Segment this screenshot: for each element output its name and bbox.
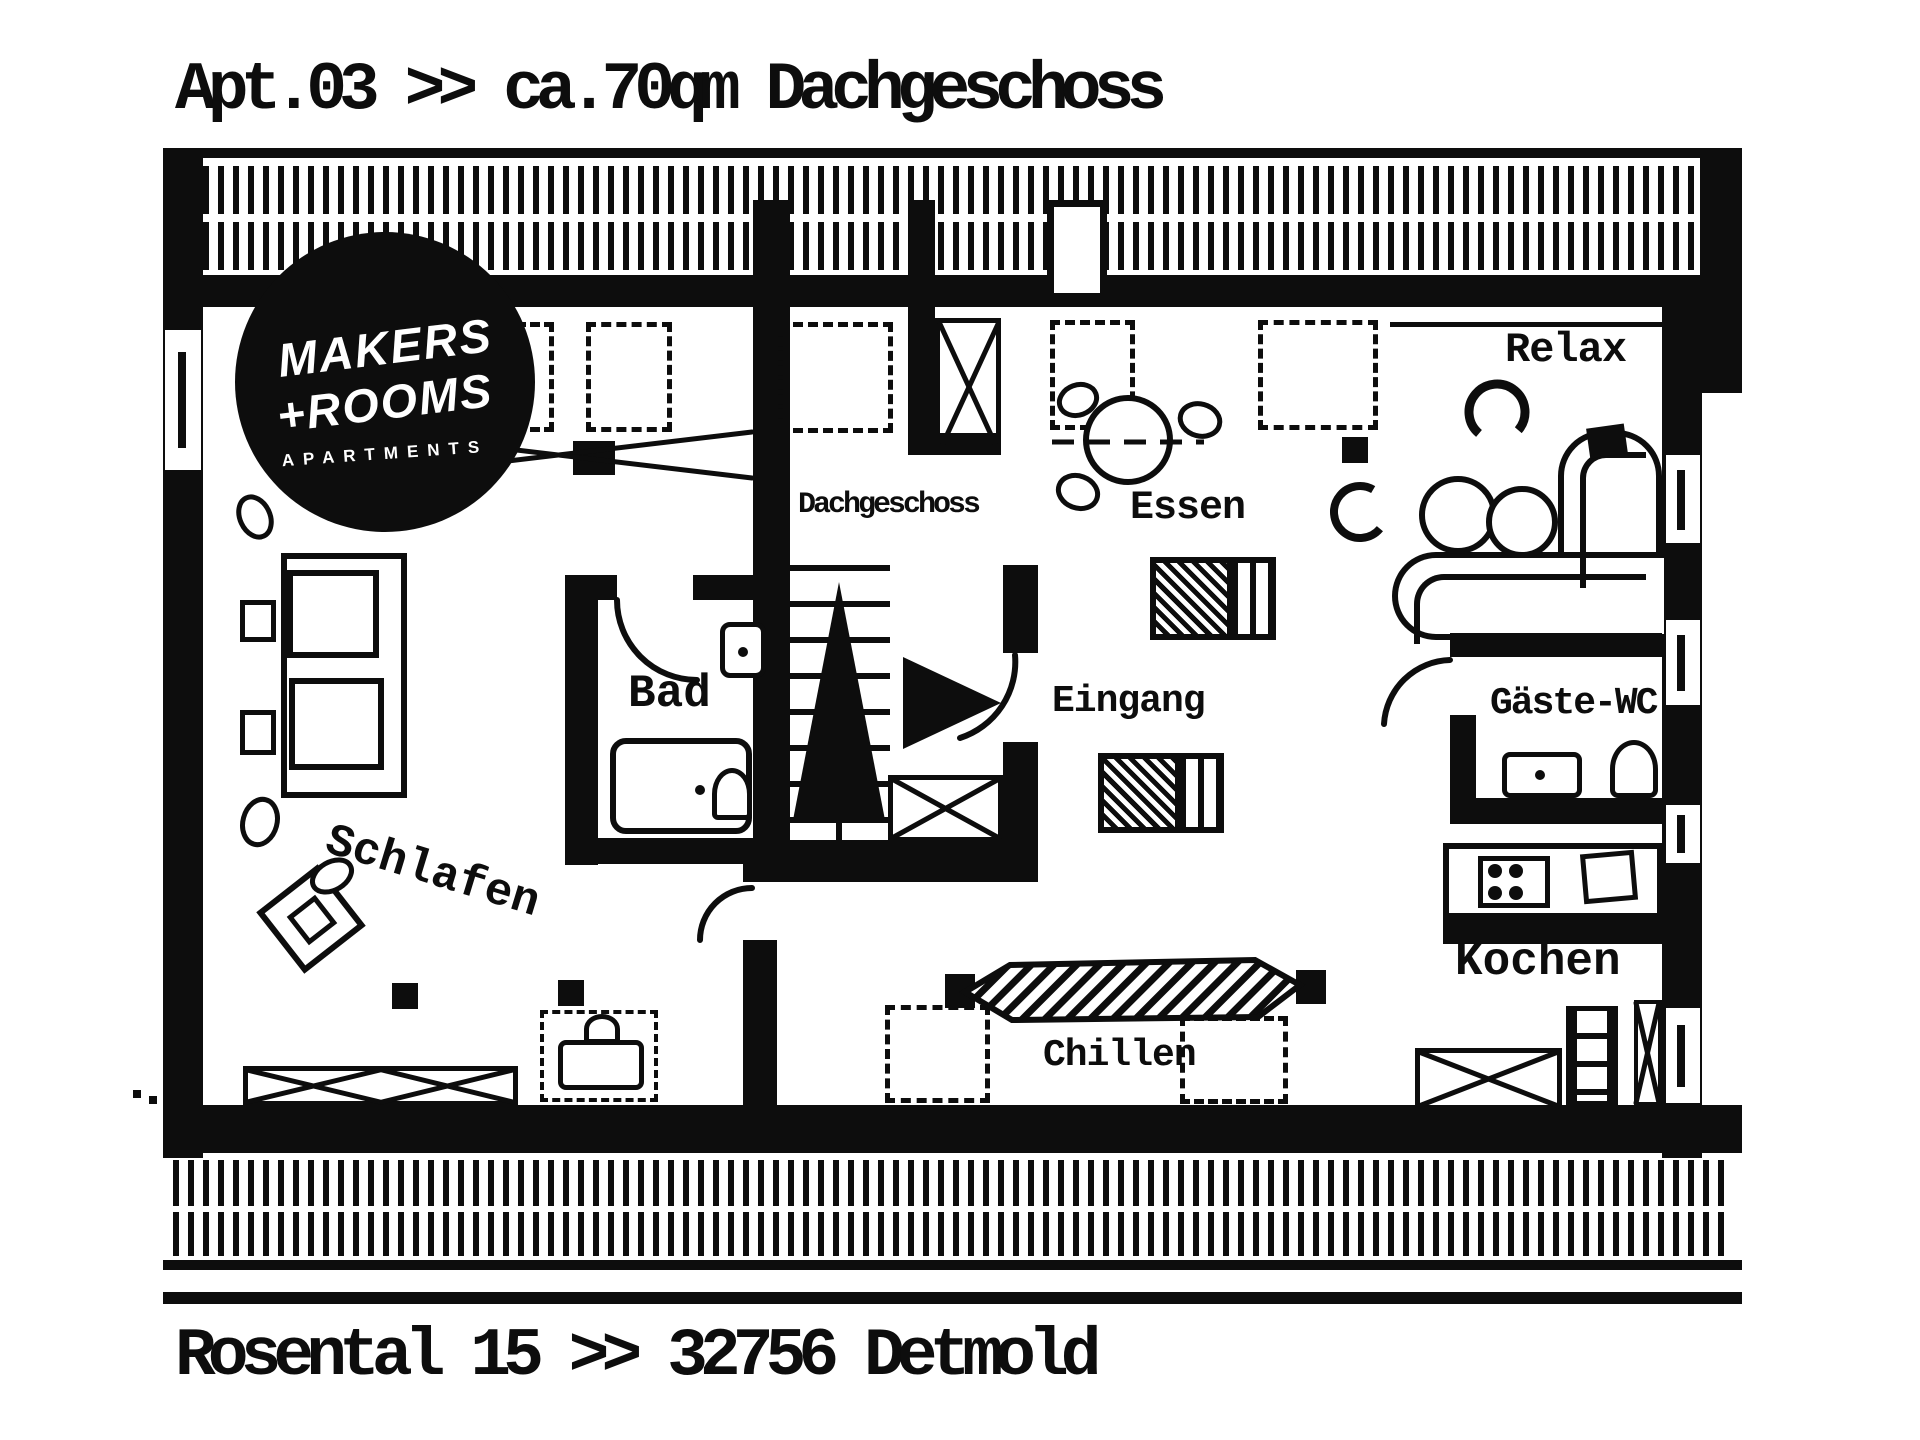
room-label-eingang: Eingang bbox=[1052, 680, 1206, 723]
wall-hall-essen bbox=[908, 200, 935, 455]
roof-band-bottom-hatch bbox=[173, 1212, 1732, 1256]
stairs-up-arrow-icon bbox=[793, 582, 885, 820]
bench bbox=[243, 1066, 518, 1106]
post bbox=[392, 983, 418, 1009]
makers-rooms-logo: MAKERS +ROOMS APARTMENTS bbox=[235, 232, 535, 532]
dresser-bowl bbox=[584, 1014, 620, 1044]
plan-outer-baseline bbox=[163, 1292, 1742, 1304]
wall-bottom bbox=[163, 1105, 1742, 1153]
hammock-mount bbox=[1296, 970, 1326, 1004]
dresser-drawer bbox=[558, 1040, 644, 1090]
roof-window-band bbox=[1047, 200, 1107, 300]
roof-band-top-edge bbox=[163, 148, 1742, 158]
kitchen-panel bbox=[1634, 1000, 1662, 1106]
roof-window bbox=[1258, 320, 1378, 430]
wall-bad-top-b bbox=[693, 575, 753, 600]
window-right-2-frame bbox=[1677, 635, 1685, 691]
kitchen-table bbox=[1415, 1048, 1562, 1110]
relax-roof-line bbox=[1390, 322, 1662, 327]
roof-window bbox=[586, 322, 672, 432]
wardrobe-base bbox=[935, 433, 1001, 455]
wall-stair-bottom bbox=[743, 840, 1038, 882]
wall-wc-bottom bbox=[1450, 798, 1662, 824]
room-label-relax: Relax bbox=[1505, 326, 1627, 374]
wall-bad-top-a bbox=[565, 575, 617, 600]
sofa-backrest-line-v bbox=[1580, 452, 1646, 588]
roof-window bbox=[1050, 320, 1135, 430]
wall-right-outer bbox=[1700, 158, 1742, 393]
roof-band-top-hatch bbox=[173, 166, 1732, 214]
roof-window bbox=[1180, 1016, 1288, 1104]
post bbox=[558, 980, 584, 1006]
window-right-1-frame bbox=[1677, 470, 1685, 530]
wall-under-stairs bbox=[743, 940, 777, 1107]
wc-sink bbox=[1502, 752, 1582, 798]
wall-schlafen-hall bbox=[753, 200, 790, 880]
roof-window bbox=[778, 322, 893, 433]
dresser bbox=[540, 1010, 658, 1102]
toilet bbox=[712, 768, 752, 820]
slope-marker bbox=[573, 441, 615, 475]
stair-landing bbox=[888, 775, 1003, 842]
nightstand bbox=[240, 600, 276, 642]
window-left-frame bbox=[178, 352, 186, 448]
wall-entry-upper bbox=[1003, 565, 1038, 653]
sofa-cushion bbox=[1586, 423, 1628, 459]
hand-basin bbox=[720, 622, 766, 678]
window-right-3-frame bbox=[1677, 815, 1685, 853]
nightstand bbox=[240, 710, 276, 755]
bed-mattress bbox=[287, 570, 379, 658]
roof-band-bottom-hatch bbox=[173, 1160, 1732, 1206]
wall-wc-left-lower bbox=[1450, 715, 1476, 803]
room-label-dachgeschoss: Dachgeschoss bbox=[798, 488, 981, 522]
stray-dot bbox=[133, 1090, 141, 1098]
wall-bad-bottom bbox=[565, 838, 753, 864]
room-label-gaeste-wc: Gäste-WC bbox=[1490, 682, 1658, 725]
roof-band-bottom-edge bbox=[163, 1260, 1742, 1270]
wc-toilet bbox=[1610, 740, 1658, 798]
entrance-arrow-icon bbox=[903, 657, 1001, 749]
wall-bad-left bbox=[565, 575, 598, 865]
address: Rosental 15 >> 32756 Detmold bbox=[175, 1318, 1102, 1395]
room-label-kochen: Kochen bbox=[1455, 936, 1621, 988]
room-label-essen: Essen bbox=[1130, 486, 1246, 531]
roof-window bbox=[885, 1005, 990, 1103]
kitchen-sink bbox=[1579, 849, 1639, 905]
room-label-bad: Bad bbox=[628, 668, 711, 720]
window-right-4-frame bbox=[1677, 1025, 1685, 1087]
post bbox=[1342, 437, 1368, 463]
kitchen-chair bbox=[1566, 1006, 1618, 1106]
stove bbox=[1478, 856, 1550, 908]
sideboard bbox=[1098, 753, 1224, 833]
bed-mattress bbox=[289, 678, 384, 770]
page-title: Apt.03 >> ca.70qm Dachgeschoss bbox=[175, 52, 1167, 129]
sofa-backrest-line bbox=[1414, 574, 1646, 644]
wall-left bbox=[163, 158, 203, 1158]
stray-dot bbox=[149, 1096, 157, 1104]
room-label-chillen: Chillen bbox=[1043, 1034, 1197, 1077]
wall-wc-top bbox=[1450, 633, 1662, 657]
stair-divider bbox=[836, 818, 842, 848]
kitchen-counter-front bbox=[1443, 918, 1663, 944]
sideboard bbox=[1150, 557, 1276, 640]
hammock-mount bbox=[945, 974, 975, 1008]
